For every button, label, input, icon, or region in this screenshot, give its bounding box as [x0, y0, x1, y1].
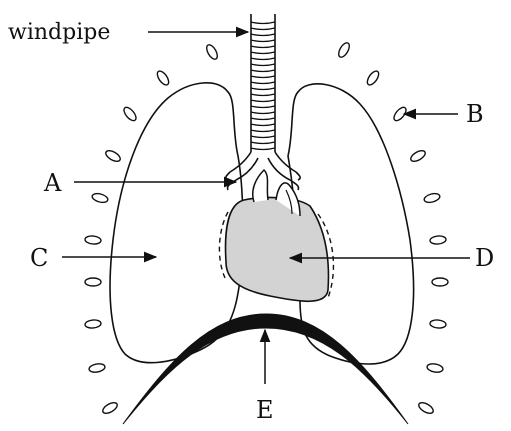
rib-cross-section — [430, 319, 447, 328]
trachea-ring — [251, 40, 275, 42]
trachea-ring — [251, 130, 275, 132]
trachea-ring — [251, 118, 275, 120]
rib-cross-section — [88, 363, 105, 374]
trachea-ring — [251, 22, 275, 24]
trachea-ring — [251, 112, 275, 114]
trachea-ring — [251, 82, 275, 84]
label-c: C — [30, 244, 48, 272]
rib-cross-section — [417, 401, 435, 416]
rib-cross-section — [155, 69, 171, 87]
rib-cross-section — [409, 149, 427, 164]
rib-cross-section — [205, 43, 220, 61]
rib-cross-section — [91, 192, 109, 204]
rib-cross-section — [337, 41, 352, 59]
trachea-ring — [251, 46, 275, 48]
rib-cross-section — [85, 319, 102, 328]
trachea-ring — [251, 52, 275, 54]
label-e: E — [256, 396, 274, 424]
trachea-ring — [251, 64, 275, 66]
trachea-ring — [251, 94, 275, 96]
trachea-ring — [251, 136, 275, 138]
trachea-ring — [251, 124, 275, 126]
rib-cross-section — [104, 149, 122, 164]
rib-cross-section — [122, 105, 138, 122]
trachea-ring — [251, 106, 275, 108]
trachea-ring — [251, 58, 275, 60]
rib-cross-section — [423, 192, 441, 204]
label-windpipe: windpipe — [8, 20, 110, 45]
rib-cross-section — [430, 235, 447, 244]
windpipe — [251, 14, 275, 152]
trachea-ring — [251, 88, 275, 90]
trachea-ring — [251, 70, 275, 72]
rib-cross-section — [432, 278, 448, 286]
trachea-ring — [251, 100, 275, 102]
label-b: B — [466, 100, 484, 128]
heart — [219, 170, 333, 301]
rib-cross-section — [365, 69, 381, 87]
trachea-ring — [251, 76, 275, 78]
rib-cross-section — [85, 278, 101, 286]
label-d: D — [475, 244, 494, 272]
label-a: A — [43, 169, 62, 197]
trachea-ring — [251, 148, 275, 150]
rib-cross-section — [85, 235, 102, 244]
trachea-ring — [251, 28, 275, 30]
trachea-ring — [251, 142, 275, 144]
rib-cross-section — [101, 401, 119, 416]
rib-cross-section — [426, 363, 443, 374]
trachea-ring — [251, 34, 275, 36]
